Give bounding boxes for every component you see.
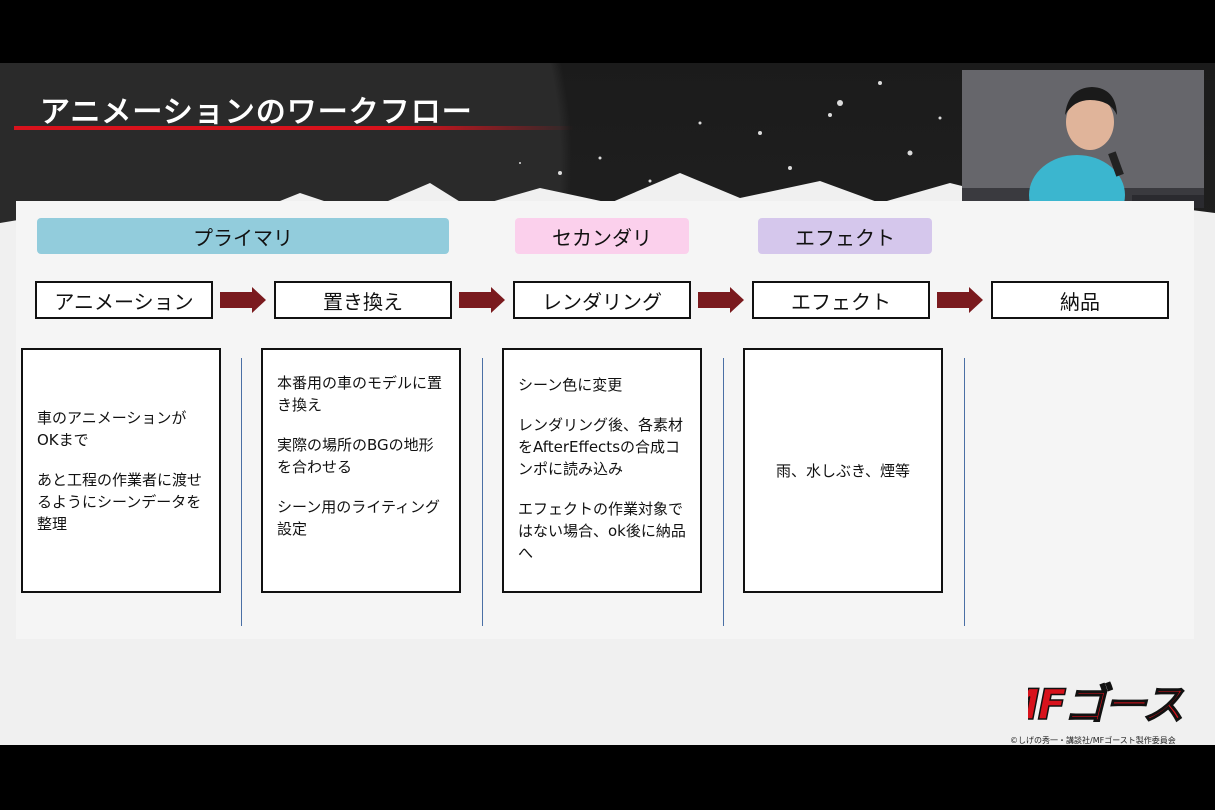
detail-text: シーン用のライティング設定 (277, 498, 441, 538)
step-replace: 置き換え (274, 281, 452, 319)
detail-text: 車のアニメーションがOKまで (37, 408, 187, 449)
mf-ghost-logo: MFゴースト (1028, 679, 1193, 730)
arrow-right-icon (220, 287, 266, 313)
step-label: 納品 (1060, 289, 1100, 314)
detail-text: 実際の場所のBGの地形を合わせる (277, 436, 434, 476)
column-divider (723, 358, 724, 626)
phase-secondary-label: セカンダリ (552, 225, 652, 250)
detail-rendering: シーン色に変更 レンダリング後、各素材をAfterEffectsの合成コンポに読… (502, 348, 702, 593)
logo-text: MFゴースト (1028, 680, 1193, 729)
step-effect: エフェクト (752, 281, 930, 319)
column-divider (482, 358, 483, 626)
arrow-right-icon (937, 287, 983, 313)
detail-text: あと工程の作業者に渡せるようにシーンデータを整理 (37, 470, 203, 533)
step-label: 置き換え (323, 289, 403, 314)
phase-effect-label: エフェクト (795, 225, 895, 250)
phase-primary: プライマリ (37, 218, 449, 254)
step-animation: アニメーション (35, 281, 213, 319)
step-delivery: 納品 (991, 281, 1169, 319)
detail-text: 本番用の車のモデルに置き換え (277, 374, 443, 414)
title-underline (14, 126, 574, 130)
detail-text: シーン色に変更 (518, 376, 623, 394)
column-divider (241, 358, 242, 626)
step-label: レンダリング (542, 289, 662, 314)
letterbox-top (0, 0, 1215, 63)
detail-text: エフェクトの作業対象ではない場合、ok後に納品へ (518, 500, 686, 562)
detail-effect: 雨、水しぶき、煙等 (743, 348, 943, 593)
column-divider (964, 358, 965, 626)
presentation-slide: アニメーションのワークフロー プライマリ セカンダリ エフェクト アニメーション… (0, 63, 1215, 745)
step-label: エフェクト (791, 289, 891, 314)
step-rendering: レンダリング (513, 281, 691, 319)
step-label: アニメーション (54, 289, 194, 314)
detail-replace: 本番用の車のモデルに置き換え 実際の場所のBGの地形を合わせる シーン用のライテ… (261, 348, 461, 593)
speaker-camera-feed (962, 70, 1204, 208)
speaker-video (962, 70, 1204, 208)
arrow-right-icon (698, 287, 744, 313)
detail-text: 雨、水しぶき、煙等 (776, 461, 910, 480)
copyright-notice: ©しげの秀一・講談社/MFゴースト製作委員会 (1010, 736, 1176, 745)
phase-primary-label: プライマリ (193, 225, 293, 250)
letterbox-bottom (0, 745, 1215, 810)
arrow-right-icon (459, 287, 505, 313)
detail-text: レンダリング後、各素材をAfterEffectsの合成コンポに読み込み (518, 416, 684, 478)
slide-title: アニメーションのワークフロー (40, 95, 473, 130)
phase-secondary: セカンダリ (515, 218, 689, 254)
detail-animation: 車のアニメーションがOKまで あと工程の作業者に渡せるようにシーンデータを整理 (21, 348, 221, 593)
phase-effect: エフェクト (758, 218, 932, 254)
